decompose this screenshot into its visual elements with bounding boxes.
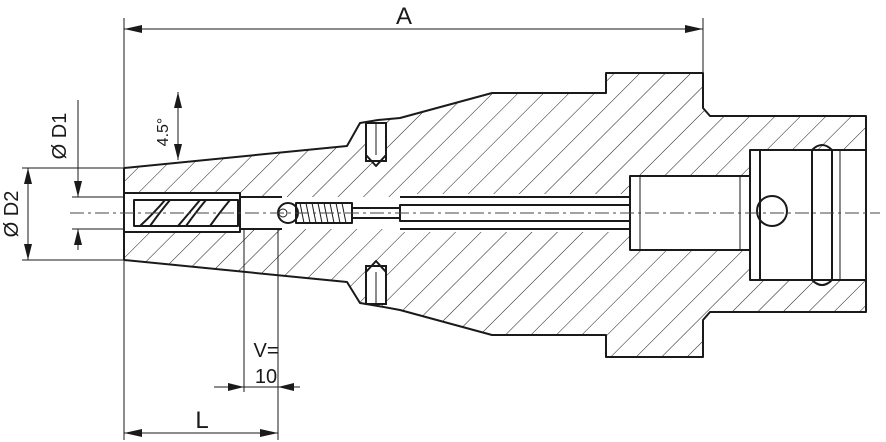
dimension-d1: Ø D1 <box>49 100 124 250</box>
set-screw-bottom <box>365 260 387 305</box>
cross-hole <box>756 195 788 227</box>
dimension-v: V= 10 <box>214 229 300 440</box>
dimension-a: A <box>123 3 704 168</box>
l-label: L <box>195 407 208 434</box>
dimension-d2: Ø D2 <box>1 167 124 261</box>
dimension-angle: 4.5° <box>155 92 182 160</box>
dimension-l: L <box>123 260 278 440</box>
set-screw-top <box>365 122 387 167</box>
v-label: V= <box>253 340 278 362</box>
d2-label: Ø D2 <box>1 191 23 238</box>
d1-label: Ø D1 <box>49 113 71 160</box>
dimension-a-label: A <box>396 3 412 30</box>
section-upper-half <box>123 72 867 197</box>
angle-label: 4.5° <box>155 118 172 147</box>
rear-section <box>749 144 867 286</box>
section-lower-half <box>123 229 867 358</box>
bore <box>124 175 750 251</box>
v-value: 10 <box>255 366 277 388</box>
